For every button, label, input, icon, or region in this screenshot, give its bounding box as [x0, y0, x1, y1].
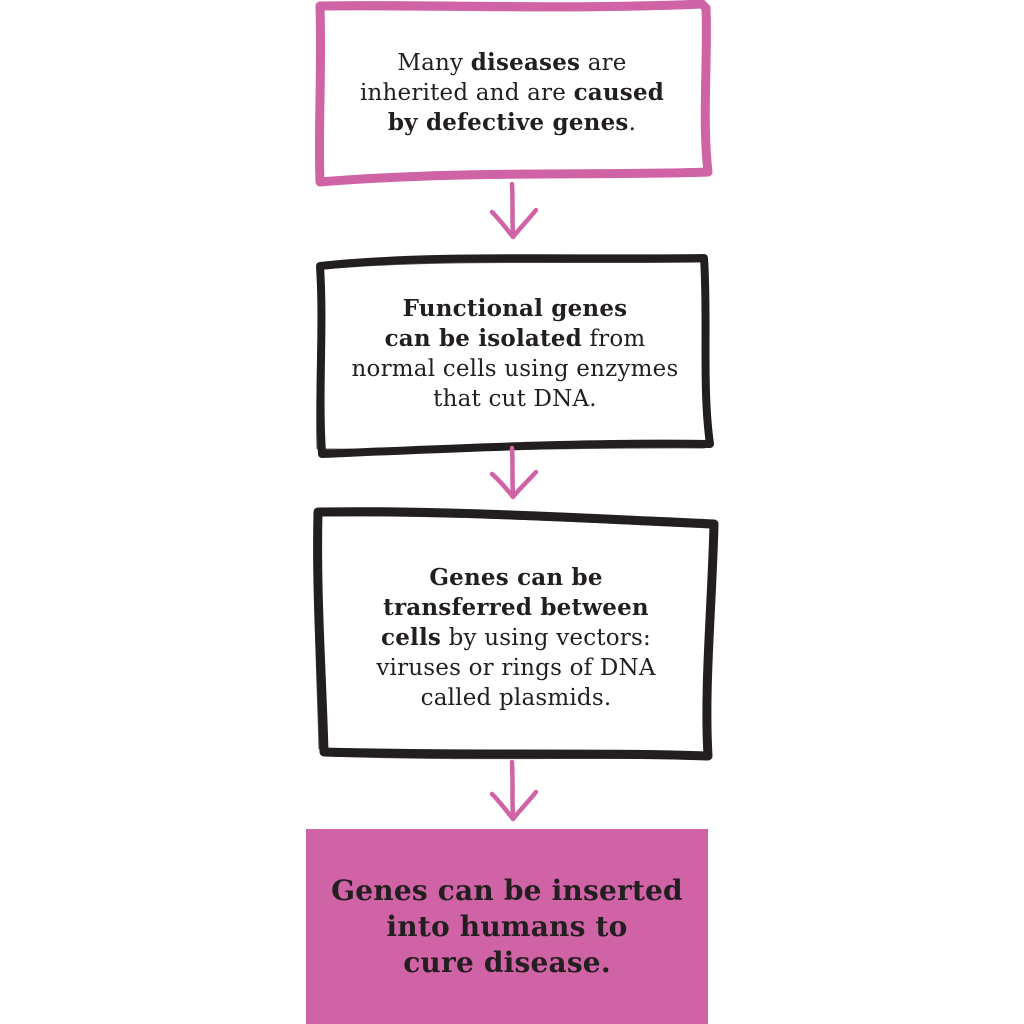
flow-step-2-box: Functional genes can be isolated from no…	[310, 248, 720, 460]
step-3-line-1: Genes can be	[376, 563, 655, 593]
text-run: called plasmids.	[420, 685, 612, 711]
step-3-line-4: viruses or rings of DNA	[376, 653, 655, 683]
step-4-line-1: Genes can be inserted	[331, 873, 683, 909]
down-arrow-icon	[489, 181, 539, 240]
text-run-bold: Genes can be inserted	[331, 873, 683, 907]
text-run: viruses or rings of DNA	[376, 655, 656, 681]
step-2-line-4: that cut DNA.	[352, 384, 679, 414]
step-4-line-3: cure disease.	[331, 945, 683, 981]
text-run: by using vectors:	[441, 625, 651, 651]
text-run: inherited and are	[359, 80, 574, 106]
text-run: that cut DNA.	[433, 386, 597, 412]
text-run-bold: can be isolated	[384, 325, 582, 352]
step-4-line-2: into humans to	[331, 909, 683, 945]
step-1-text: Many diseases are inherited and are caus…	[360, 48, 664, 138]
text-run-bold: into humans to	[386, 909, 628, 943]
text-run-bold: Genes can be	[429, 564, 603, 591]
text-run-bold: Functional genes	[402, 295, 628, 322]
text-run: Many	[397, 50, 471, 76]
step-2-line-2: can be isolated from	[352, 324, 679, 354]
flow-step-4-box: Genes can be inserted into humans to cur…	[306, 829, 708, 1024]
step-3-text: Genes can be transferred between cells b…	[376, 563, 655, 713]
text-run-bold: diseases	[470, 49, 581, 76]
text-run: .	[628, 110, 637, 136]
text-run-bold: caused	[573, 79, 665, 106]
down-arrow-icon	[489, 759, 539, 822]
flow-step-3-box: Genes can be transferred between cells b…	[310, 506, 722, 770]
text-run-bold: by defective genes	[387, 109, 629, 136]
text-run-bold: transferred between	[383, 594, 649, 621]
text-run: normal cells using enzymes	[351, 356, 679, 382]
text-run: from	[581, 326, 646, 352]
step-2-line-3: normal cells using enzymes	[352, 354, 679, 384]
down-arrow-icon	[489, 445, 539, 500]
text-run-bold: cells	[381, 624, 442, 651]
text-run: are	[580, 50, 627, 76]
step-4-text: Genes can be inserted into humans to cur…	[331, 873, 683, 981]
step-3-line-5: called plasmids.	[376, 683, 655, 713]
step-2-text: Functional genes can be isolated from no…	[352, 294, 679, 414]
step-1-line-2: inherited and are caused	[360, 78, 664, 108]
step-3-line-3: cells by using vectors:	[376, 623, 655, 653]
step-1-line-3: by defective genes.	[360, 108, 664, 138]
step-2-line-1: Functional genes	[352, 294, 679, 324]
step-3-line-2: transferred between	[376, 593, 655, 623]
step-1-line-1: Many diseases are	[360, 48, 664, 78]
text-run-bold: cure disease.	[403, 945, 611, 979]
flow-step-1-box: Many diseases are inherited and are caus…	[306, 0, 718, 187]
